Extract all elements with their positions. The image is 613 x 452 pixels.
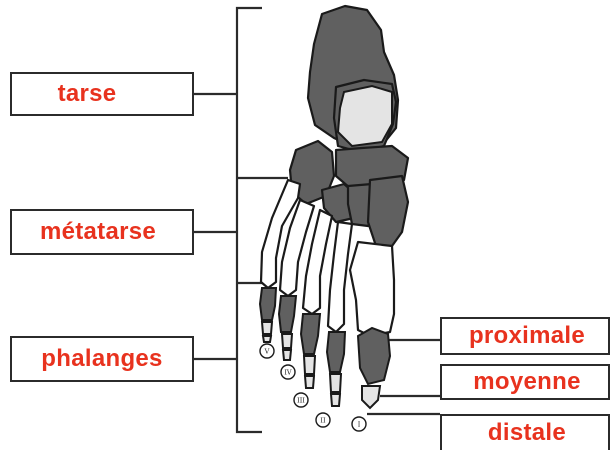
- middle-phalanx-III: [304, 356, 315, 374]
- toe-numeral-III: III: [297, 397, 305, 405]
- middle-phalanx-V: [262, 322, 272, 334]
- distal-phalanx-II: [331, 394, 340, 406]
- phalanges-label: phalanges: [41, 345, 162, 373]
- proximal-phalanx-I: [358, 328, 390, 384]
- tarse-label: tarse: [58, 80, 147, 108]
- toe-numeral-II: II: [320, 417, 326, 425]
- proximale-label: proximale: [465, 322, 585, 350]
- proximal-phalanx-V: [260, 288, 276, 320]
- moyenne-label: moyenne: [469, 368, 580, 396]
- middle-phalanx-II: [330, 374, 341, 392]
- proximal-phalanx-IV: [279, 296, 296, 332]
- moyenne-label-box: moyenne: [440, 364, 610, 400]
- proximal-phalanx-III: [301, 314, 320, 354]
- distal-phalanx-III: [305, 376, 314, 388]
- metatarsal-I: [350, 242, 394, 336]
- proximale-label-box: proximale: [440, 317, 610, 355]
- proximal-phalanx-II: [327, 332, 345, 372]
- middle-phalanx-IV: [282, 334, 292, 348]
- phalanges-label-box: phalanges: [10, 336, 194, 382]
- medial-cuneiform: [368, 176, 408, 246]
- metatarse-label-box: métatarse: [10, 209, 194, 255]
- toe-numeral-V: V: [264, 348, 270, 356]
- main-bracket: [237, 8, 262, 432]
- metatarse-label: métatarse: [40, 218, 164, 246]
- distal-phalanx-I: [362, 386, 380, 408]
- toe-numeral-IV: IV: [284, 369, 292, 377]
- tarse-label-box: tarse: [10, 72, 194, 116]
- distal-phalanx-IV: [283, 350, 291, 360]
- distale-label-box: distale: [440, 414, 610, 450]
- distale-label: distale: [484, 419, 566, 447]
- talus-trochlea-highlight: [338, 86, 392, 146]
- toe-numeral-I: I: [358, 421, 361, 429]
- metatarsal-II: [328, 222, 352, 332]
- distal-phalanx-V: [263, 336, 271, 342]
